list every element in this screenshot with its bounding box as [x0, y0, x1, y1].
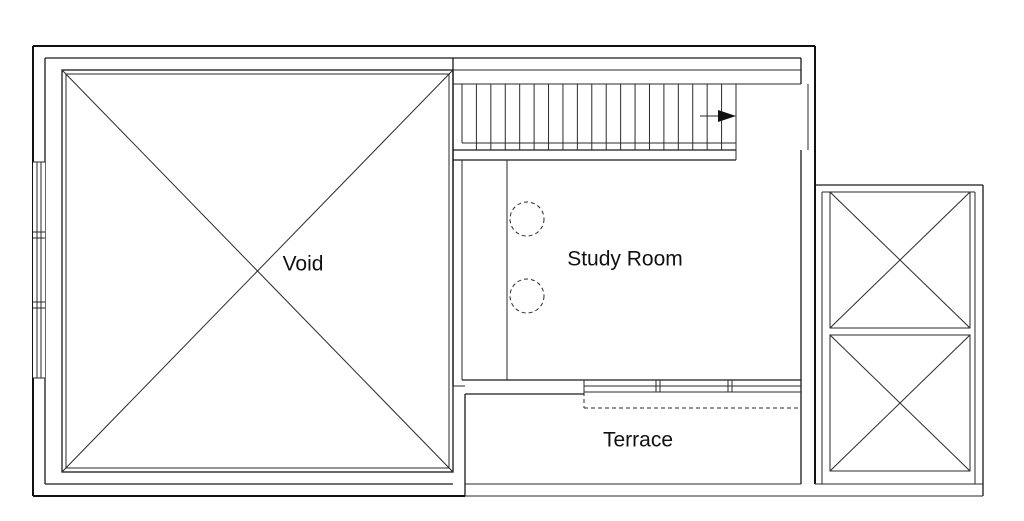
- stair-arrow-icon: [718, 110, 736, 122]
- outer-walls: [32, 45, 816, 497]
- ceiling-light-icon: [509, 278, 545, 314]
- ceiling-light-icon: [509, 201, 545, 237]
- terrace: [453, 385, 815, 497]
- study-room-label: Study Room: [567, 248, 683, 271]
- study-room: [452, 84, 809, 386]
- void-label: Void: [283, 253, 324, 276]
- terrace-label: Terrace: [603, 429, 673, 452]
- sliding-door: [583, 379, 801, 409]
- left-wall-windows: [33, 161, 45, 379]
- external-frame: [815, 184, 984, 497]
- void-area: [61, 69, 454, 473]
- staircase: [452, 58, 801, 160]
